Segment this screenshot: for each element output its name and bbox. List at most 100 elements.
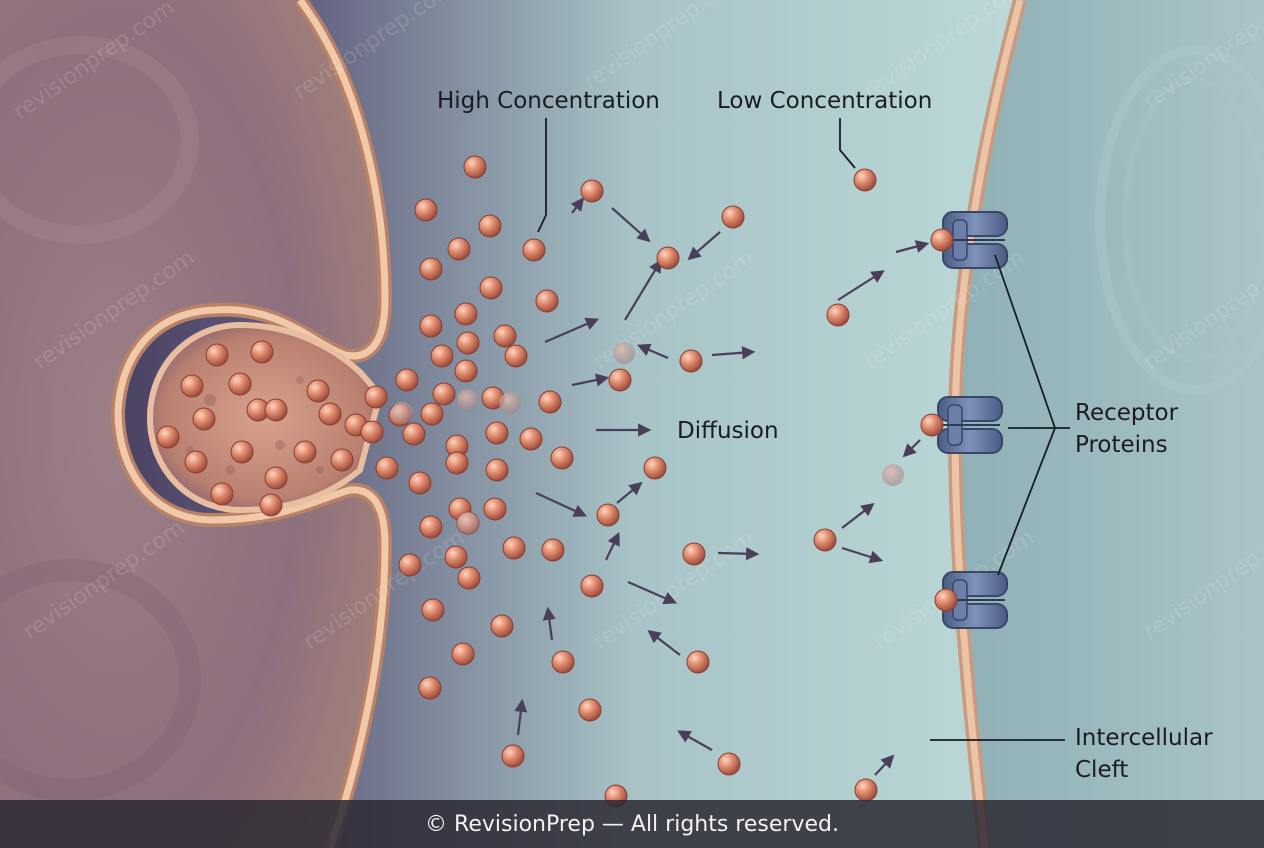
neurotransmitter-sphere-icon [402, 422, 426, 446]
receptor-protein-group [937, 211, 1008, 629]
movement-arrow-icon [571, 373, 610, 387]
arrow-group [514, 197, 930, 776]
neurotransmitter-sphere-icon [364, 385, 388, 409]
copyright-footer: © RevisionPrep — All rights reserved. [0, 800, 1264, 848]
neurotransmitter-sphere-icon [421, 598, 445, 622]
neurotransmitter-sphere-icon [485, 458, 509, 482]
neurotransmitter-sphere-icon [306, 379, 330, 403]
intercellular-cleft-label-line1: Intercellular [1075, 725, 1213, 751]
high-concentration-label: High Concentration [437, 88, 660, 114]
neurotransmitter-sphere-icon [414, 198, 438, 222]
neurotransmitter-sphere-icon [535, 289, 559, 313]
neurotransmitter-sphere-icon [541, 538, 565, 562]
neurotransmitter-sphere-icon [493, 324, 517, 348]
receptor-protein-icon [942, 571, 1008, 629]
neurotransmitter-sphere-icon [398, 553, 422, 577]
neurotransmitter-molecule-group [156, 155, 958, 808]
neurotransmitter-sphere-icon [717, 752, 741, 776]
movement-arrow-icon [514, 698, 528, 736]
movement-arrow-icon [570, 197, 585, 214]
neurotransmitter-sphere-icon [192, 407, 216, 431]
movement-arrow-icon [687, 231, 721, 261]
postsynaptic-cell [947, 0, 1264, 848]
neurotransmitter-sphere-icon [479, 276, 503, 300]
neurotransmitter-sphere-icon [184, 450, 208, 474]
neurotransmitter-sphere-icon [457, 566, 481, 590]
movement-arrow-icon [841, 546, 884, 564]
neurotransmitter-sphere-icon [210, 482, 234, 506]
neurotransmitter-sphere-icon [813, 528, 837, 552]
neurotransmitter-sphere-icon [430, 344, 454, 368]
neurotransmitter-sphere-icon [451, 642, 475, 666]
neurotransmitter-sphere-icon [485, 421, 509, 445]
neurotransmitter-sphere-icon [679, 349, 703, 373]
neurotransmitter-sphere-icon [454, 359, 478, 383]
neurotransmitter-sphere-icon [656, 246, 680, 270]
movement-arrow-icon [677, 730, 713, 751]
neurotransmitter-sphere-icon [920, 413, 944, 437]
neurotransmitter-sphere-icon [395, 368, 419, 392]
movement-arrow-icon [535, 492, 587, 517]
neurotransmitter-sphere-icon [478, 214, 502, 238]
neurotransmitter-sphere-icon [502, 536, 526, 560]
receptor-protein-icon [937, 396, 1003, 454]
neurotransmitter-sphere-icon [504, 344, 528, 368]
neurotransmitter-sphere-icon [419, 257, 443, 281]
neurotransmitter-sphere-icon [643, 456, 667, 480]
movement-arrow-icon [624, 259, 662, 321]
neurotransmitter-sphere-icon [419, 515, 443, 539]
neurotransmitter-sphere-icon [501, 744, 525, 768]
neurotransmitter-sphere-icon [522, 238, 546, 262]
neurotransmitter-sphere-icon [854, 778, 878, 802]
faded-molecule-icon [457, 389, 479, 411]
neurotransmitter-sphere-icon [934, 588, 958, 612]
low-concentration-label: Low Concentration [717, 88, 932, 114]
movement-arrow-icon [837, 270, 885, 301]
neurotransmitter-sphere-icon [608, 368, 632, 392]
neurotransmitter-sphere-icon [180, 374, 204, 398]
movement-arrow-icon [636, 343, 669, 360]
neurotransmitter-sphere-icon [447, 237, 471, 261]
label-leader-lines [537, 118, 1070, 741]
neurotransmitter-sphere-icon [580, 574, 604, 598]
movement-arrow-icon [895, 240, 930, 254]
diffusion-label: Diffusion [677, 418, 779, 444]
neurotransmitter-sphere-icon [228, 372, 252, 396]
neurotransmitter-sphere-icon [259, 493, 283, 517]
movement-arrow-icon [902, 439, 921, 458]
neurotransmitter-sphere-icon [930, 228, 954, 252]
movement-arrow-icon [874, 754, 895, 776]
neurotransmitter-sphere-icon [456, 331, 480, 355]
neurotransmitter-sphere-icon [826, 303, 850, 327]
neurotransmitter-sphere-icon [444, 545, 468, 569]
neurotransmitter-sphere-icon [578, 698, 602, 722]
neurotransmitter-sphere-icon [551, 650, 575, 674]
neurotransmitter-sphere-icon [550, 446, 574, 470]
neurotransmitter-sphere-icon [230, 440, 254, 464]
neurotransmitter-sphere-icon [419, 314, 443, 338]
neurotransmitter-sphere-icon [490, 614, 514, 638]
organelle-shape [0, 36, 199, 244]
neurotransmitter-sphere-icon [432, 382, 456, 406]
faded-molecule-icon [613, 342, 635, 364]
movement-arrow-icon [627, 580, 678, 605]
low-concentration-leader-line [839, 118, 856, 169]
movement-arrow-icon [542, 606, 556, 641]
neurotransmitter-sphere-icon [596, 503, 620, 527]
movement-arrow-icon [544, 317, 600, 344]
neurotransmitter-sphere-icon [418, 676, 442, 700]
neurotransmitter-sphere-icon [264, 398, 288, 422]
movement-arrow-icon [616, 481, 643, 504]
neurotransmitter-sphere-icon [721, 205, 745, 229]
neurotransmitter-sphere-icon [580, 179, 604, 203]
neurotransmitter-sphere-icon [408, 471, 432, 495]
faded-molecule-icon [391, 402, 413, 424]
movement-arrow-icon [647, 629, 681, 656]
receptor-protein-icon [942, 211, 1008, 269]
movement-arrow-icon [711, 346, 756, 360]
neurotransmitter-sphere-icon [264, 466, 288, 490]
neurotransmitter-sphere-icon [360, 420, 384, 444]
neurotransmitter-sphere-icon [483, 497, 507, 521]
